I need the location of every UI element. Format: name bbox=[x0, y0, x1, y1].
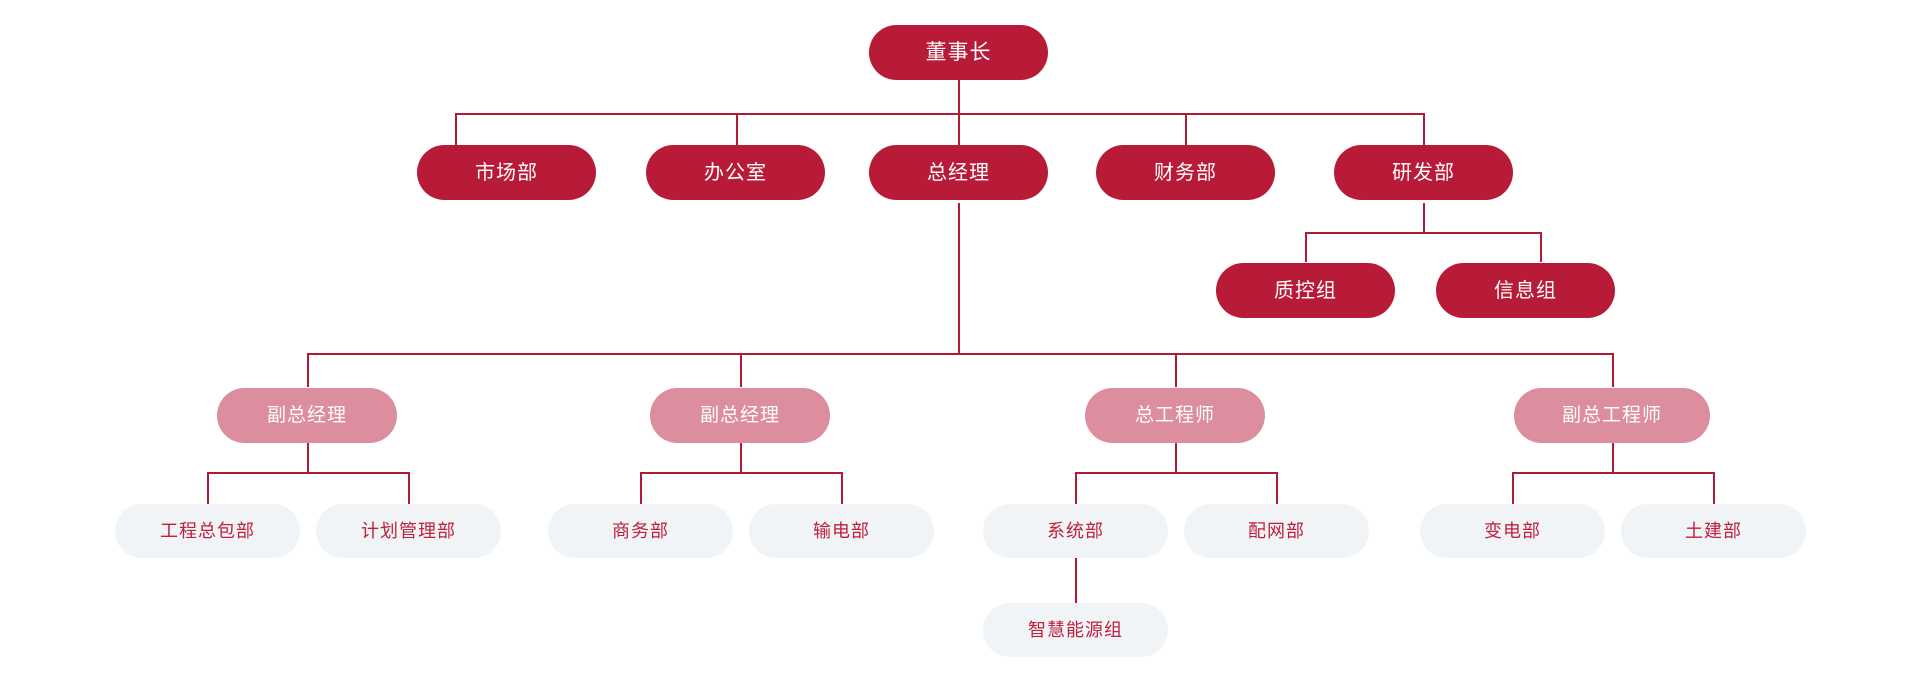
org-node-label: 总经理 bbox=[927, 161, 990, 184]
org-node-substation-dept[interactable]: 变电部 bbox=[1420, 504, 1605, 558]
connector-drop-distribution-dept bbox=[1276, 472, 1278, 504]
connector-chief-engineer-bus bbox=[1075, 472, 1277, 474]
org-node-label: 市场部 bbox=[475, 161, 538, 184]
connector-drop-general-manager bbox=[958, 113, 960, 145]
org-node-deputy-chief-engineer[interactable]: 副总工程师 bbox=[1514, 388, 1710, 443]
connector-level2-bus bbox=[455, 113, 1423, 115]
org-node-label: 副总工程师 bbox=[1561, 405, 1662, 426]
connector-drop-chief-engineer bbox=[1175, 353, 1177, 387]
org-node-info-group[interactable]: 信息组 bbox=[1436, 263, 1615, 318]
connector-drop-qc-group bbox=[1305, 232, 1307, 262]
org-node-smart-energy-group[interactable]: 智慧能源组 bbox=[983, 603, 1168, 657]
connector-gm-long-drop bbox=[958, 203, 960, 354]
connector-deputy-gm-2-drop bbox=[740, 443, 742, 473]
org-node-label: 总工程师 bbox=[1134, 405, 1215, 426]
connector-drop-smart-energy-group bbox=[1075, 558, 1077, 603]
org-node-label: 输电部 bbox=[813, 521, 870, 541]
connector-deputy-gm-1-drop bbox=[307, 443, 309, 473]
connector-drop-office bbox=[736, 113, 738, 145]
org-node-label: 配网部 bbox=[1248, 521, 1305, 541]
org-node-label: 变电部 bbox=[1484, 521, 1541, 541]
org-node-distribution-dept[interactable]: 配网部 bbox=[1184, 504, 1369, 558]
org-node-business-dept[interactable]: 商务部 bbox=[548, 504, 733, 558]
connector-drop-planning-dept bbox=[408, 472, 410, 504]
connector-drop-finance bbox=[1185, 113, 1187, 145]
org-node-label: 副总经理 bbox=[266, 405, 347, 426]
connector-deputy-chief-engineer-bus bbox=[1512, 472, 1714, 474]
org-node-label: 质控组 bbox=[1274, 279, 1337, 302]
connector-drop-system-dept bbox=[1075, 472, 1077, 504]
org-node-general-manager[interactable]: 总经理 bbox=[869, 145, 1048, 200]
org-node-finance[interactable]: 财务部 bbox=[1096, 145, 1275, 200]
connector-drop-marketing bbox=[455, 113, 457, 145]
connector-deputy-gm-2-bus bbox=[640, 472, 842, 474]
org-node-label: 财务部 bbox=[1154, 161, 1217, 184]
connector-chief-engineer-drop bbox=[1175, 443, 1177, 473]
org-node-label: 办公室 bbox=[704, 161, 767, 184]
connector-chairman-drop bbox=[958, 80, 960, 114]
org-node-transmission-dept[interactable]: 输电部 bbox=[749, 504, 934, 558]
connector-drop-rnd bbox=[1423, 113, 1425, 145]
org-node-label: 土建部 bbox=[1685, 521, 1742, 541]
org-node-label: 计划管理部 bbox=[361, 521, 456, 541]
org-node-marketing[interactable]: 市场部 bbox=[417, 145, 596, 200]
connector-rnd-bus bbox=[1305, 232, 1541, 234]
connector-drop-info-group bbox=[1540, 232, 1542, 262]
org-node-system-dept[interactable]: 系统部 bbox=[983, 504, 1168, 558]
org-node-deputy-gm-1[interactable]: 副总经理 bbox=[217, 388, 397, 443]
org-node-qc-group[interactable]: 质控组 bbox=[1216, 263, 1395, 318]
connector-deputy-gm-1-bus bbox=[207, 472, 409, 474]
org-node-label: 系统部 bbox=[1047, 521, 1104, 541]
org-node-chairman[interactable]: 董事长 bbox=[869, 25, 1048, 80]
connector-drop-epc-dept bbox=[207, 472, 209, 504]
connector-drop-business-dept bbox=[640, 472, 642, 504]
org-node-office[interactable]: 办公室 bbox=[646, 145, 825, 200]
org-node-label: 商务部 bbox=[612, 521, 669, 541]
org-node-label: 研发部 bbox=[1392, 161, 1455, 184]
org-node-epc-dept[interactable]: 工程总包部 bbox=[115, 504, 300, 558]
org-node-deputy-gm-2[interactable]: 副总经理 bbox=[650, 388, 830, 443]
connector-level3-bus bbox=[307, 353, 1614, 355]
org-node-label: 副总经理 bbox=[699, 405, 780, 426]
org-node-label: 董事长 bbox=[925, 41, 992, 64]
connector-drop-deputy-gm-2 bbox=[740, 353, 742, 387]
connector-rnd-drop bbox=[1423, 203, 1425, 233]
connector-drop-transmission-dept bbox=[841, 472, 843, 504]
org-node-label: 智慧能源组 bbox=[1028, 620, 1123, 640]
org-node-chief-engineer[interactable]: 总工程师 bbox=[1085, 388, 1265, 443]
org-node-label: 信息组 bbox=[1494, 279, 1557, 302]
org-node-label: 工程总包部 bbox=[160, 521, 255, 541]
connector-drop-deputy-gm-1 bbox=[307, 353, 309, 387]
org-node-civil-dept[interactable]: 土建部 bbox=[1621, 504, 1806, 558]
connector-drop-deputy-chief-engineer bbox=[1612, 353, 1614, 387]
connector-drop-civil-dept bbox=[1713, 472, 1715, 504]
connector-deputy-chief-engineer-drop bbox=[1612, 443, 1614, 473]
connector-drop-substation-dept bbox=[1512, 472, 1514, 504]
org-node-planning-dept[interactable]: 计划管理部 bbox=[316, 504, 501, 558]
org-node-rnd[interactable]: 研发部 bbox=[1334, 145, 1513, 200]
